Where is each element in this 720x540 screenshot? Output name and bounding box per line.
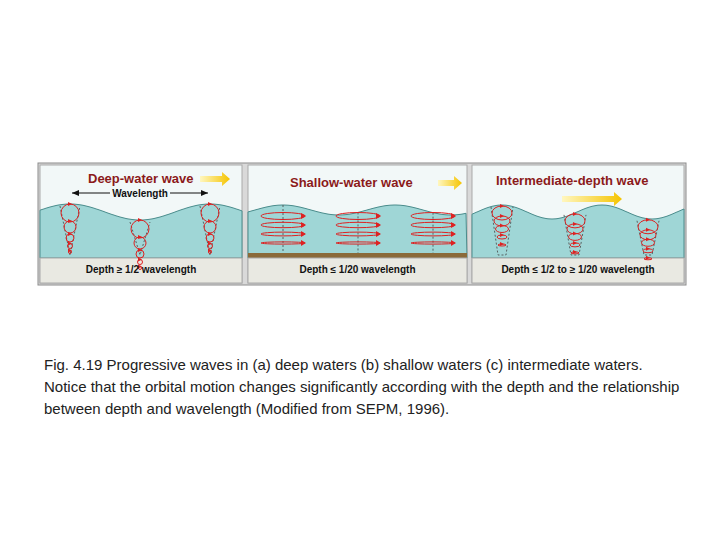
wave-panel: Deep-water waveDepth ≥ 1/2 wavelength [40, 165, 242, 283]
orbit [261, 213, 305, 220]
direction-arrow [562, 192, 622, 206]
orbit [61, 204, 79, 222]
orbit-arrowhead [500, 224, 504, 228]
seabed [248, 253, 467, 258]
depth-strip [40, 258, 242, 283]
orbit-arrowhead [500, 204, 504, 208]
orbit [336, 222, 380, 227]
orbit-arrowhead [208, 249, 212, 253]
decay-guide [433, 213, 434, 253]
orbit [136, 250, 144, 258]
wave-panel: Shallow-water waveDepth ≤ 1/20 wavelengt… [248, 165, 467, 283]
panel-ground [248, 165, 467, 283]
orbit [411, 232, 455, 236]
orbit [411, 242, 455, 244]
orbit-arrowhead [138, 218, 142, 222]
orbit [66, 234, 74, 242]
panel-ground [40, 165, 242, 283]
orbit [411, 213, 455, 220]
orbit-arrowhead [451, 231, 456, 237]
orbit-arrowhead [500, 242, 504, 246]
orbit [336, 232, 380, 236]
orbit-arrowhead [376, 222, 381, 228]
orbit [336, 242, 380, 244]
orbit [411, 222, 455, 227]
depth-label: Depth ≥ 1/2 wavelength [40, 264, 242, 275]
orbit-arrowhead [138, 258, 142, 262]
depth-strip [248, 258, 467, 283]
panel-ground [472, 165, 684, 283]
orbit [261, 232, 305, 236]
decay-guide [491, 207, 513, 255]
orbit-arrowhead [301, 213, 306, 219]
orbit-arrowhead [208, 232, 212, 236]
orbit [642, 239, 655, 246]
orbit-arrowhead [68, 249, 72, 253]
panel-title: Intermediate-depth wave [496, 173, 648, 188]
orbit-arrowhead [451, 213, 456, 219]
orbit-arrowhead [68, 219, 72, 223]
orbit [336, 213, 380, 220]
orbit-arrowhead [573, 222, 577, 226]
orbit-arrowhead [573, 241, 577, 245]
water [40, 204, 242, 258]
orbit-arrowhead [138, 248, 142, 252]
orbit [261, 222, 305, 227]
decay-guide [60, 206, 80, 255]
decay-guide [564, 215, 586, 255]
orbit [131, 220, 149, 238]
depth-label: Depth ≤ 1/20 wavelength [248, 264, 467, 275]
orbit-arrowhead [451, 222, 456, 228]
orbit-arrowhead [646, 247, 650, 251]
orbit [206, 234, 214, 242]
depth-label: Depth ≤ 1/2 to ≥ 1/20 wavelength [472, 264, 684, 275]
orbit-arrowhead [500, 233, 504, 237]
orbit-arrowhead [646, 228, 650, 232]
orbit-arrowhead [573, 231, 577, 235]
orbit-arrowhead [573, 250, 577, 254]
orbit-arrowhead [208, 242, 212, 246]
orbit-arrowhead [68, 232, 72, 236]
orbit-arrowhead [646, 237, 650, 241]
water [248, 205, 467, 258]
orbit-arrowhead [376, 231, 381, 237]
decay-guide [200, 206, 220, 255]
orbit-arrowhead [68, 202, 72, 206]
decay-guide [358, 212, 359, 253]
orbit [496, 226, 509, 233]
dimension-label: Wavelength [110, 188, 170, 199]
depth-strip [472, 258, 684, 283]
direction-arrow [438, 176, 462, 190]
orbit-arrowhead [208, 219, 212, 223]
orbit-arrowhead [68, 242, 72, 246]
orbit-arrowhead [301, 222, 306, 228]
orbit-arrowhead [376, 240, 381, 246]
orbit-arrowhead [646, 256, 650, 260]
orbit-arrowhead [301, 231, 306, 237]
orbit-arrowhead [208, 202, 212, 206]
direction-arrow [200, 172, 230, 186]
orbit [201, 204, 219, 222]
wave-panel: Intermediate-depth waveDepth ≤ 1/2 to ≥ … [472, 165, 684, 283]
orbit-arrowhead [646, 218, 650, 222]
panel-title: Deep-water wave [88, 171, 194, 186]
orbit-arrowhead [138, 235, 142, 239]
orbit [204, 221, 216, 233]
orbit-arrowhead [301, 240, 306, 246]
decay-guide [637, 221, 659, 255]
orbit [64, 221, 76, 233]
orbit-arrowhead [376, 213, 381, 219]
orbit [569, 233, 582, 240]
figure-caption: Fig. 4.19 Progressive waves in (a) deep … [44, 354, 684, 419]
orbit [134, 237, 146, 249]
orbit-arrowhead [573, 212, 577, 216]
water [472, 205, 684, 258]
figure-frame [38, 163, 686, 285]
panel-title: Shallow-water wave [290, 175, 413, 190]
orbit-arrowhead [451, 240, 456, 246]
orbit [261, 242, 305, 244]
orbit-arrowhead [500, 214, 504, 218]
